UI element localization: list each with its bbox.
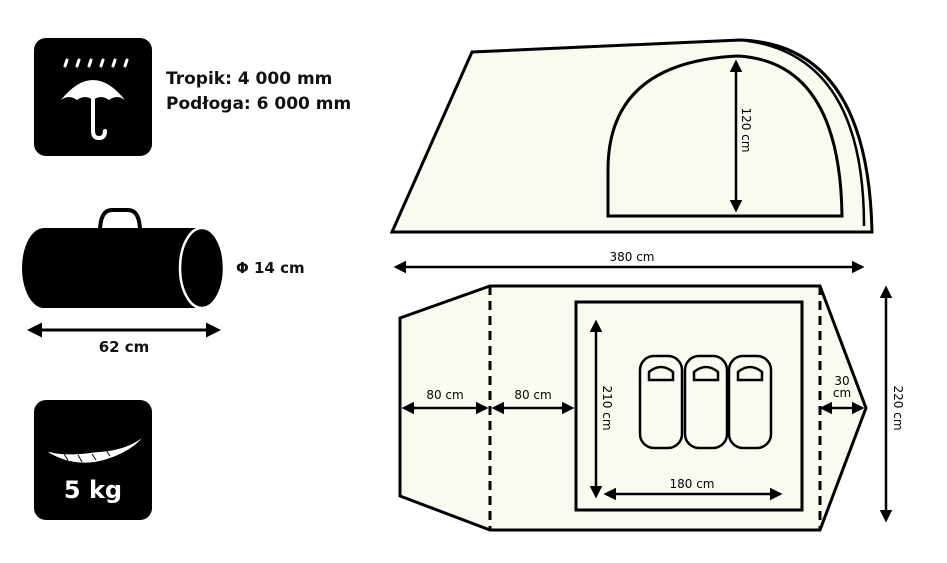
weight-tile: 5 kg <box>34 400 152 520</box>
bedroom-length-label: 210 cm <box>600 385 614 430</box>
weight-value: 5 kg <box>63 476 123 504</box>
tent-door-arch <box>606 54 844 218</box>
rain-umbrella-tile <box>34 38 152 156</box>
floor-spec: Podłoga: 6 000 mm <box>166 94 352 114</box>
bedroom-width-label: 180 cm <box>669 477 714 491</box>
tent-width-label: 220 cm <box>891 385 905 430</box>
sleeping-bags <box>638 354 773 450</box>
rainfly-spec: Tropik: 4 000 mm <box>166 69 333 89</box>
vestibule-front-label: 80 cm <box>426 388 463 402</box>
feather-icon <box>48 438 142 463</box>
vestibule-mid-label: 80 cm <box>514 388 551 402</box>
pack-diameter-label: Φ 14 cm <box>236 259 305 277</box>
tent-length-label: 380 cm <box>609 250 654 264</box>
inner-height-label: 120 cm <box>739 107 753 152</box>
umbrella-rain-icon <box>61 58 129 141</box>
vestibule-rear-label-top: 30 <box>834 374 849 388</box>
pack-length-label: 62 cm <box>99 338 150 356</box>
tent-side-pole <box>739 38 866 227</box>
vestibule-rear-label-bottom: cm <box>833 386 851 400</box>
pack-bag-icon <box>22 208 226 310</box>
